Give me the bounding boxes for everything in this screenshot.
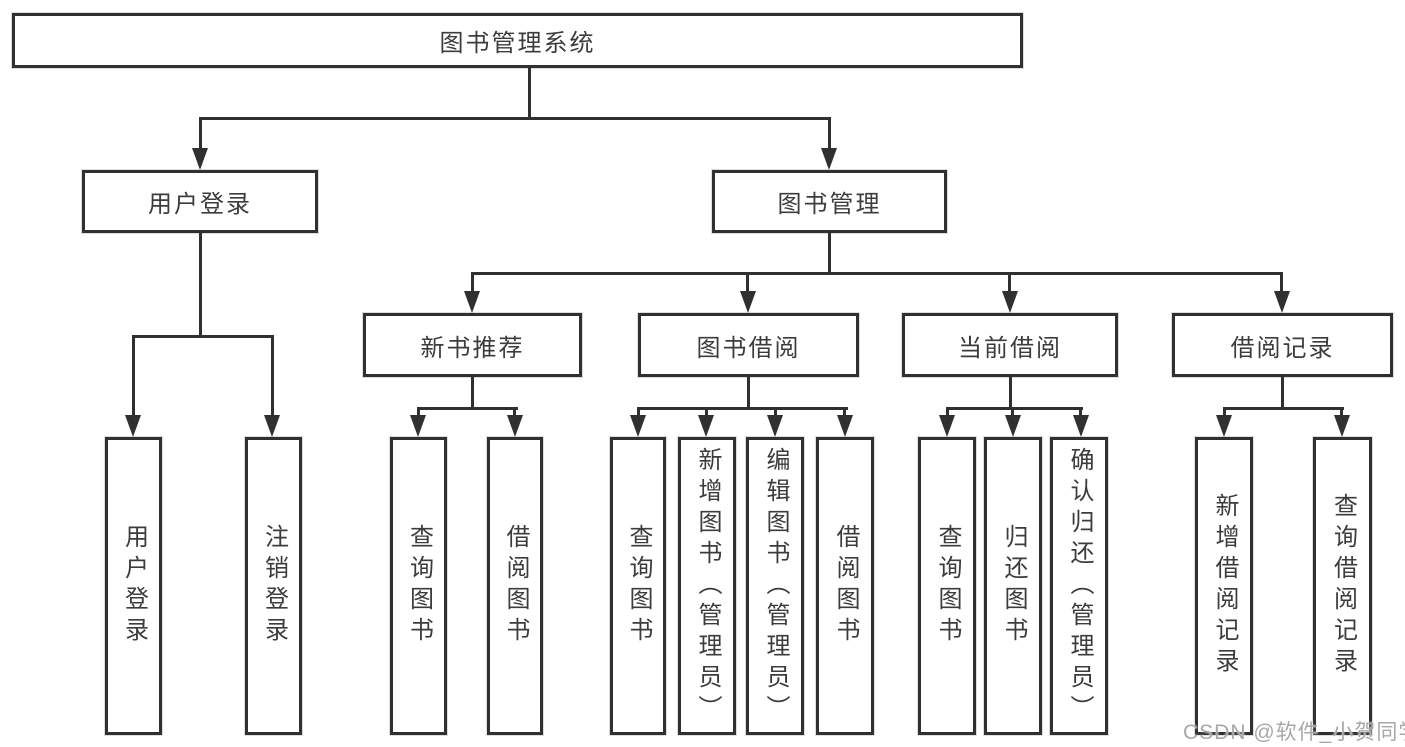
connector-line: [1009, 377, 1012, 409]
leaf-return-books: 归还图书: [984, 437, 1042, 735]
node-label: 查询图书: [934, 524, 961, 648]
connector-line: [1011, 409, 1014, 418]
arrowhead-down-icon: [740, 291, 756, 313]
connector-line: [747, 377, 750, 409]
node-book-borrowing: 图书借阅: [638, 313, 859, 377]
connector-line: [528, 68, 531, 118]
node-label: 归还图书: [1000, 524, 1027, 648]
node-label: 新增借阅记录: [1211, 493, 1238, 679]
arrowhead-down-icon: [767, 415, 783, 437]
arrowhead-down-icon: [192, 148, 208, 170]
leaf-edit-books-admin: 编辑图书（管理员）: [746, 437, 804, 735]
connector-line: [1079, 409, 1082, 418]
connector-line: [132, 337, 135, 417]
leaf-user-login: 用户登录: [105, 437, 162, 735]
connector-line: [417, 409, 420, 418]
leaf-query-books-current: 查询图书: [918, 437, 976, 735]
connector-line: [946, 409, 949, 418]
connector-line: [946, 407, 1083, 410]
connector-line: [1340, 409, 1343, 418]
arrowhead-down-icon: [507, 415, 523, 437]
connector-line: [199, 233, 202, 335]
node-label: 当前借阅: [958, 334, 1062, 362]
connector-line: [513, 409, 516, 418]
node-label: 借阅图书: [502, 524, 529, 648]
node-label: 新书推荐: [420, 334, 525, 362]
node-label: 用户登录: [148, 191, 252, 218]
node-book-management: 图书管理: [712, 170, 947, 233]
node-label: 借阅记录: [1230, 334, 1335, 362]
node-label: 借阅图书: [832, 524, 859, 648]
connector-line: [199, 117, 831, 120]
arrowhead-down-icon: [1334, 415, 1350, 437]
connector-line: [843, 409, 846, 418]
arrowhead-down-icon: [939, 415, 955, 437]
connector-line: [746, 274, 749, 293]
arrowhead-down-icon: [1216, 415, 1232, 437]
node-label: 注销登录: [260, 524, 288, 648]
node-label: 查询图书: [625, 524, 652, 648]
arrowhead-down-icon: [630, 415, 646, 437]
arrowhead-down-icon: [264, 415, 280, 437]
connector-line: [705, 409, 708, 418]
connector-line: [271, 337, 274, 417]
node-label: 用户登录: [120, 524, 148, 648]
node-label: 查询借阅记录: [1329, 493, 1357, 679]
arrowhead-down-icon: [1073, 415, 1089, 437]
leaf-confirm-return-admin: 确认归还（管理员）: [1050, 437, 1108, 735]
arrowhead-down-icon: [837, 415, 853, 437]
connector-line: [471, 377, 474, 409]
connector-line: [417, 407, 518, 410]
node-label: 编辑图书（管理员）: [762, 446, 789, 726]
arrowhead-down-icon: [1005, 415, 1021, 437]
connector-line: [1223, 407, 1344, 410]
leaf-add-books-admin: 新增图书（管理员）: [678, 437, 736, 735]
leaf-query-borrow-record: 查询借阅记录: [1313, 437, 1372, 735]
arrowhead-down-icon: [1002, 291, 1018, 313]
node-label: 确认归还（管理员）: [1066, 446, 1093, 726]
arrowhead-down-icon: [698, 415, 714, 437]
leaf-query-books-borrowing: 查询图书: [610, 437, 666, 735]
node-current-borrowing: 当前借阅: [902, 313, 1118, 377]
node-label: 图书管理系统: [439, 30, 596, 57]
leaf-query-books-recommend: 查询图书: [390, 437, 447, 735]
connector-line: [132, 335, 274, 338]
connector-line: [1280, 274, 1283, 293]
leaf-borrow-books-borrowing: 借阅图书: [816, 437, 874, 735]
leaf-logout: 注销登录: [245, 437, 302, 735]
node-user-login: 用户登录: [82, 170, 318, 233]
leaf-add-borrow-record: 新增借阅记录: [1195, 437, 1253, 735]
node-label: 新增图书（管理员）: [694, 446, 721, 726]
node-library-system-root: 图书管理系统: [12, 13, 1023, 68]
node-new-book-recommend: 新书推荐: [363, 313, 582, 377]
connector-line: [828, 119, 831, 151]
connector-line: [199, 119, 202, 151]
connector-line: [1281, 377, 1284, 409]
connector-line: [637, 407, 848, 410]
arrowhead-down-icon: [125, 415, 141, 437]
connector-line: [471, 274, 474, 293]
connector-line: [774, 409, 777, 418]
csdn-watermark: CSDN @软件_小贺同学: [1183, 721, 1405, 744]
connector-line: [637, 409, 640, 418]
node-label: 图书管理: [777, 191, 882, 218]
arrowhead-down-icon: [410, 415, 426, 437]
node-borrowing-records: 借阅记录: [1172, 313, 1393, 377]
arrowhead-down-icon: [821, 148, 837, 170]
leaf-borrow-books-recommend: 借阅图书: [487, 437, 543, 735]
connector-line: [828, 233, 831, 274]
connector-line: [471, 272, 1283, 275]
arrowhead-down-icon: [1274, 291, 1290, 313]
connector-line: [1008, 274, 1011, 293]
node-label: 查询图书: [405, 524, 433, 648]
connector-line: [1223, 409, 1226, 418]
node-label: 图书借阅: [696, 334, 801, 362]
arrowhead-down-icon: [464, 291, 480, 313]
